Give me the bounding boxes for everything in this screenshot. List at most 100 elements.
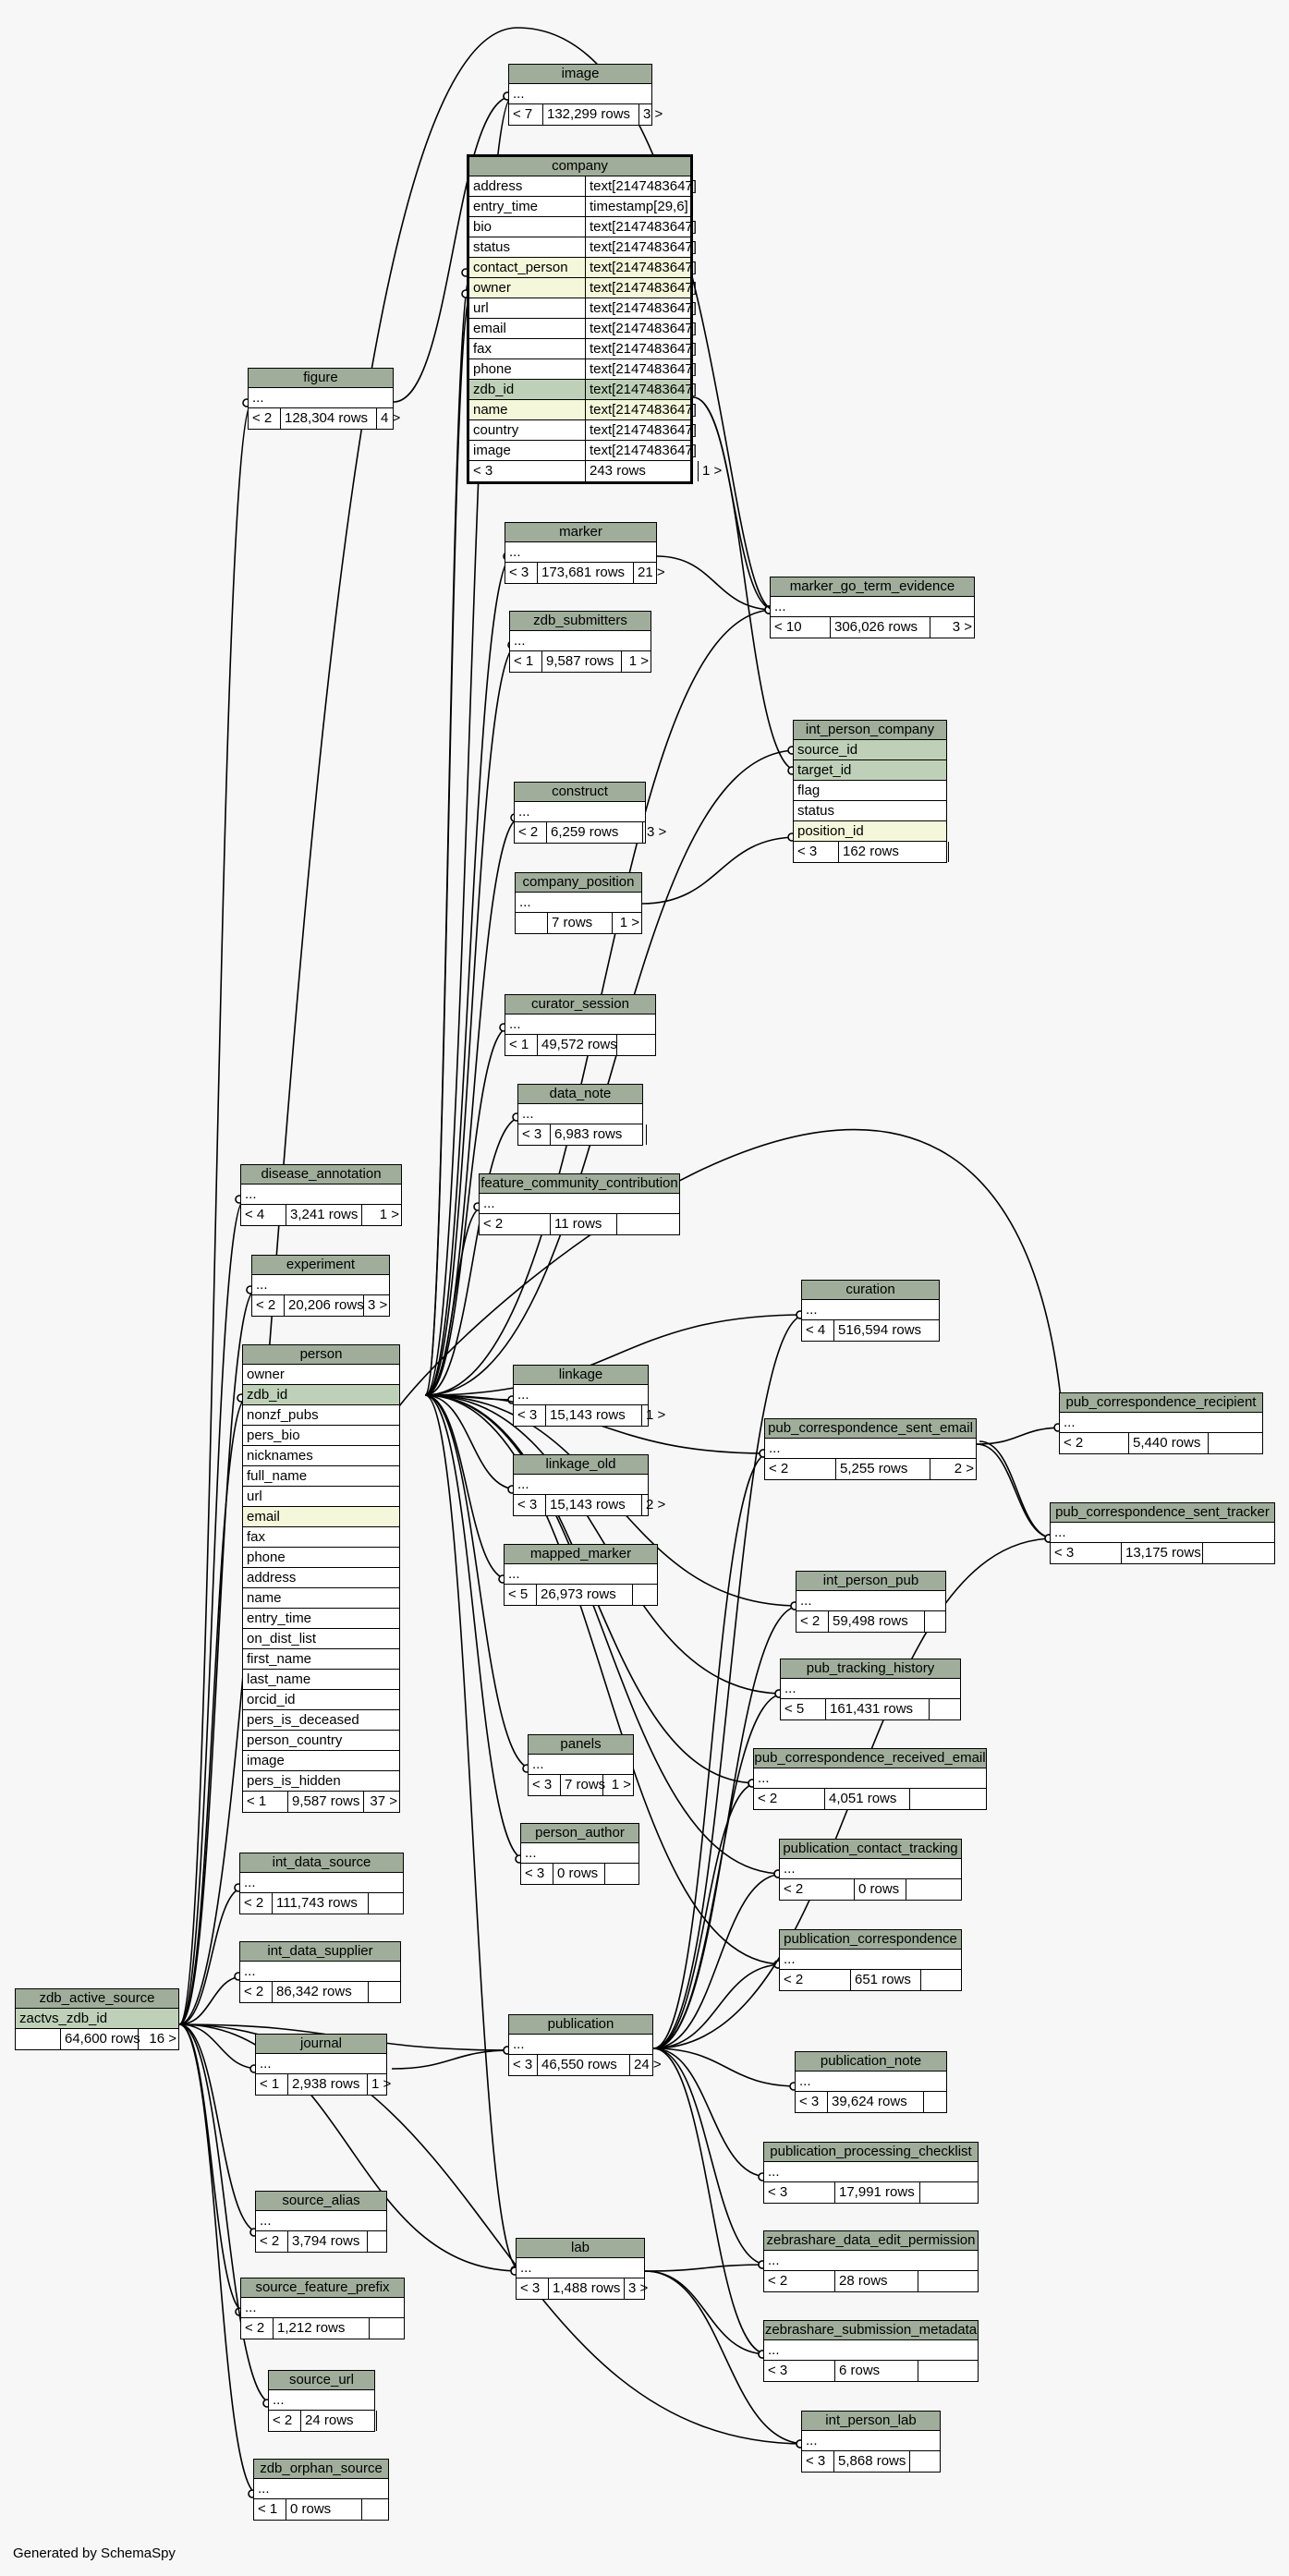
parents-count: < 3 bbox=[768, 2363, 788, 2378]
relationship-line bbox=[652, 1963, 784, 2049]
children-count bbox=[376, 2411, 384, 2431]
row-count: 2,938 rows bbox=[287, 2074, 367, 2095]
children-count bbox=[368, 1982, 402, 2002]
row-count: 243 rows bbox=[585, 461, 698, 481]
row-count: 161,431 rows bbox=[825, 1699, 929, 1719]
table-name: int_person_pub bbox=[797, 1572, 945, 1591]
relationship-line bbox=[178, 1397, 248, 2025]
relationship-line bbox=[979, 1440, 1055, 1539]
column-type: text[2147483647] bbox=[585, 278, 700, 298]
table-name: person_author bbox=[521, 1824, 638, 1843]
row-count: 9,587 rows bbox=[287, 1792, 363, 1812]
children-count bbox=[616, 1214, 681, 1234]
relationship-line bbox=[178, 402, 253, 2025]
column-row: ... bbox=[509, 2035, 652, 2055]
table-name: feature_community_contribution bbox=[480, 1174, 679, 1194]
parents-count: < 3 bbox=[517, 1497, 538, 1513]
column-placeholder: ... bbox=[252, 390, 264, 406]
parents-count: < 4 bbox=[806, 1322, 826, 1338]
column-name: fax bbox=[247, 1529, 266, 1545]
relationship-line bbox=[178, 1887, 245, 2025]
children-count bbox=[646, 1124, 654, 1145]
column-row: phone bbox=[243, 1548, 399, 1568]
column-row: owner bbox=[243, 1365, 399, 1385]
children-count bbox=[604, 1864, 640, 1884]
column-placeholder: ... bbox=[784, 1951, 796, 1967]
table-name: publication_processing_checklist bbox=[764, 2143, 978, 2162]
column-placeholder: ... bbox=[245, 2300, 257, 2315]
column-name: flag bbox=[797, 783, 821, 798]
table-name: int_person_lab bbox=[802, 2412, 940, 2431]
relationship-line bbox=[692, 396, 798, 772]
table-name: linkage_old bbox=[514, 1455, 648, 1475]
column-placeholder: ... bbox=[758, 1770, 770, 1786]
row-count: 6 rows bbox=[834, 2361, 918, 2381]
table-name: company_position bbox=[516, 873, 641, 893]
column-row: ... bbox=[529, 1755, 633, 1775]
column-row: name bbox=[243, 1588, 399, 1609]
relationship-line bbox=[424, 1394, 526, 1860]
children-count bbox=[367, 2231, 388, 2252]
column-row: ... bbox=[802, 1300, 939, 1320]
children-count bbox=[632, 1585, 659, 1605]
row-count: 13,175 rows bbox=[1121, 1543, 1202, 1563]
parents-count: < 3 bbox=[797, 844, 818, 859]
table-name: construct bbox=[515, 783, 645, 802]
column-placeholder: ... bbox=[806, 2433, 818, 2448]
table-name: publication bbox=[509, 2015, 652, 2035]
column-row: ... bbox=[256, 2211, 386, 2231]
parents-count: < 2 bbox=[784, 1972, 804, 1987]
column-row: flag bbox=[794, 781, 946, 801]
